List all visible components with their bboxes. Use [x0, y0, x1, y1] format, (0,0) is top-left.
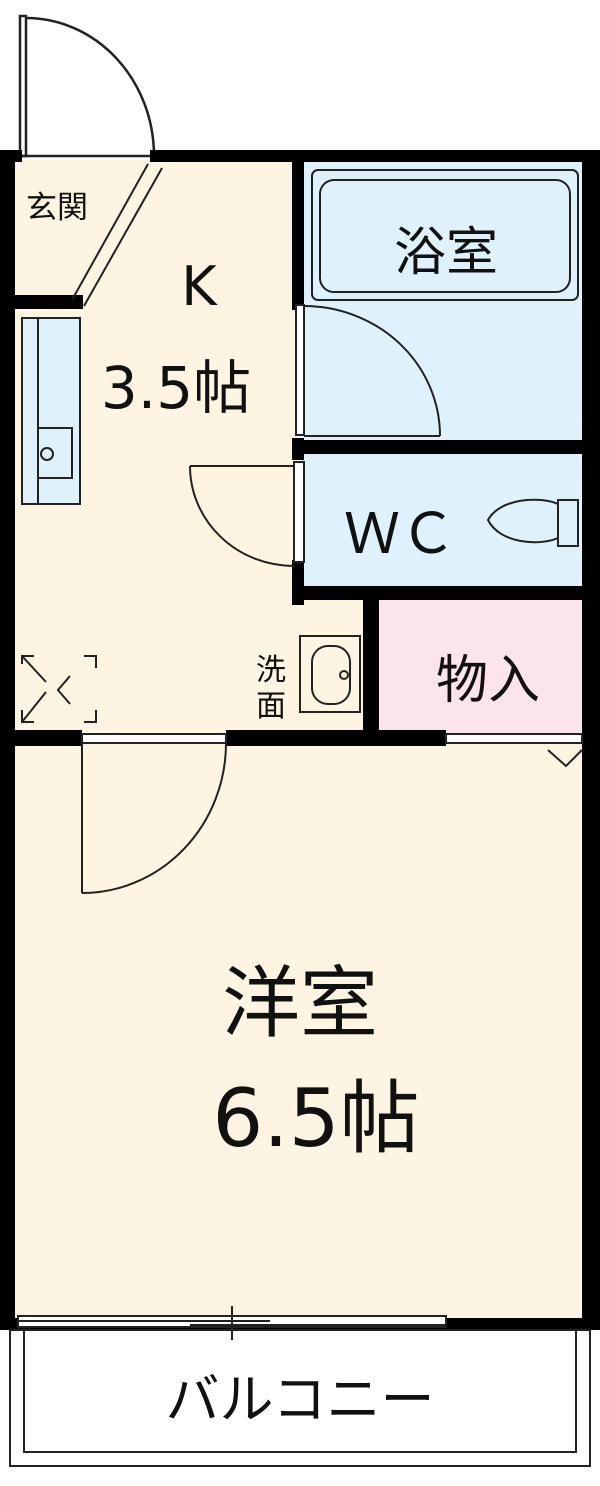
balcony-label: バルコニー	[166, 1368, 435, 1431]
entry-partition	[71, 163, 163, 307]
balcony-outline	[9, 1329, 591, 1467]
entrance-label: 玄関	[26, 190, 88, 226]
storage-door-icon	[445, 733, 583, 768]
toilet-label: ＷＣ	[344, 502, 456, 567]
toilet-icon	[486, 498, 579, 547]
kitchen-door-swing-icon	[189, 461, 305, 567]
bath-floor	[300, 160, 588, 450]
storage-label: 物入	[436, 651, 540, 711]
storage-floor	[377, 600, 588, 740]
kitchen-label: K	[181, 255, 218, 318]
western-room-size: 6.5帖	[212, 1072, 419, 1165]
bathtub-icon	[311, 169, 579, 301]
western-room-label: 洋室	[222, 959, 378, 1049]
bath-label: 浴室	[394, 223, 498, 283]
western-room-floor	[12, 740, 588, 1322]
kitchen-sink-icon	[21, 317, 81, 505]
bath-door-swing-icon	[295, 304, 441, 437]
washbasin-icon	[299, 635, 361, 713]
washing-machine-space-icon	[21, 655, 97, 723]
kitchen-size: 3.5帖	[101, 354, 251, 422]
room-door-swing-icon	[81, 733, 227, 894]
sliding-window-icon	[17, 1306, 447, 1340]
interior-walls	[0, 160, 588, 746]
entrance-door-swing-icon	[18, 14, 156, 158]
toilet-floor	[300, 450, 588, 595]
washbasin-label-line1: 洗	[256, 653, 286, 688]
washbasin-label-line2: 面	[256, 689, 286, 724]
